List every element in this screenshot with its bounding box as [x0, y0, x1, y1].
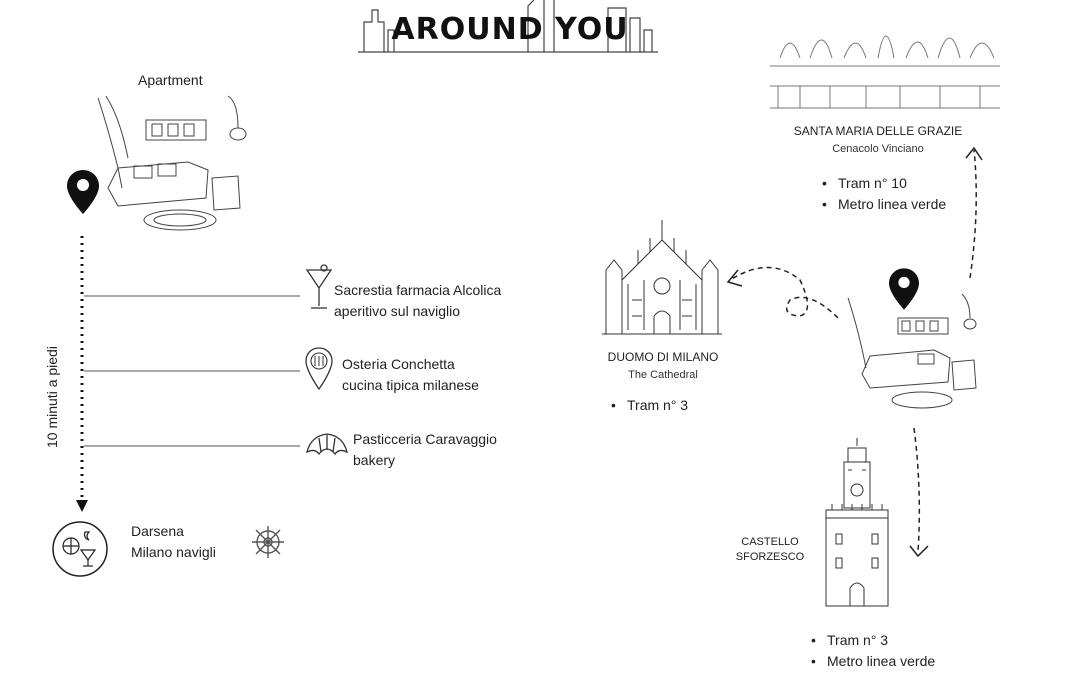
restaurant-pin-icon	[305, 347, 333, 391]
duomo-transport: Tram n° 3	[607, 395, 688, 416]
castello-name-line2: SFORZESCO	[735, 551, 805, 563]
croissant-icon	[306, 433, 348, 456]
place-3-desc: bakery	[353, 452, 396, 468]
transport-item: Metro linea verde	[818, 194, 946, 215]
cocktail-icon	[305, 264, 333, 309]
location-pin-icon	[67, 170, 99, 214]
page-title: AROUND YOU	[391, 12, 629, 47]
destination-desc: Milano navigli	[131, 544, 216, 560]
ship-wheel-icon	[252, 526, 284, 558]
transport-item: Tram n° 10	[818, 173, 946, 194]
santa-maria-name: SANTA MARIA DELLE GRAZIE	[793, 124, 963, 138]
place-2-name: Osteria Conchetta	[342, 356, 455, 372]
apartment-label: Apartment	[138, 72, 203, 88]
location-pin-icon	[889, 268, 919, 310]
castello-sketch	[825, 438, 889, 607]
duomo-name: DUOMO DI MILANO	[607, 350, 719, 364]
apartment-sketch	[97, 95, 247, 231]
castello-name-line1: CASTELLO	[741, 536, 799, 548]
santa-maria-transport: Tram n° 10 Metro linea verde	[818, 173, 946, 215]
apartment-sketch-right	[847, 293, 977, 409]
transport-item: Metro linea verde	[807, 651, 935, 672]
place-3-name: Pasticceria Caravaggio	[353, 431, 497, 447]
walk-time-label: 10 minuti a piedi	[44, 346, 60, 448]
transport-item: Tram n° 3	[807, 630, 935, 651]
skyline-illustration	[358, 0, 658, 53]
place-2-desc: cucina tipica milanese	[342, 377, 479, 393]
nightlife-icon	[52, 521, 108, 577]
santa-maria-sub: Cenacolo Vinciano	[832, 143, 924, 155]
last-supper-sketch	[770, 35, 1000, 109]
castello-transport: Tram n° 3 Metro linea verde	[807, 630, 935, 672]
duomo-sub: The Cathedral	[628, 369, 698, 381]
place-1-desc: aperitivo sul naviglio	[334, 303, 461, 319]
destination-name: Darsena	[131, 523, 184, 539]
place-1-name: Sacrestia farmacia Alcolica	[334, 282, 502, 298]
duomo-sketch	[602, 220, 722, 335]
transport-item: Tram n° 3	[607, 395, 688, 416]
